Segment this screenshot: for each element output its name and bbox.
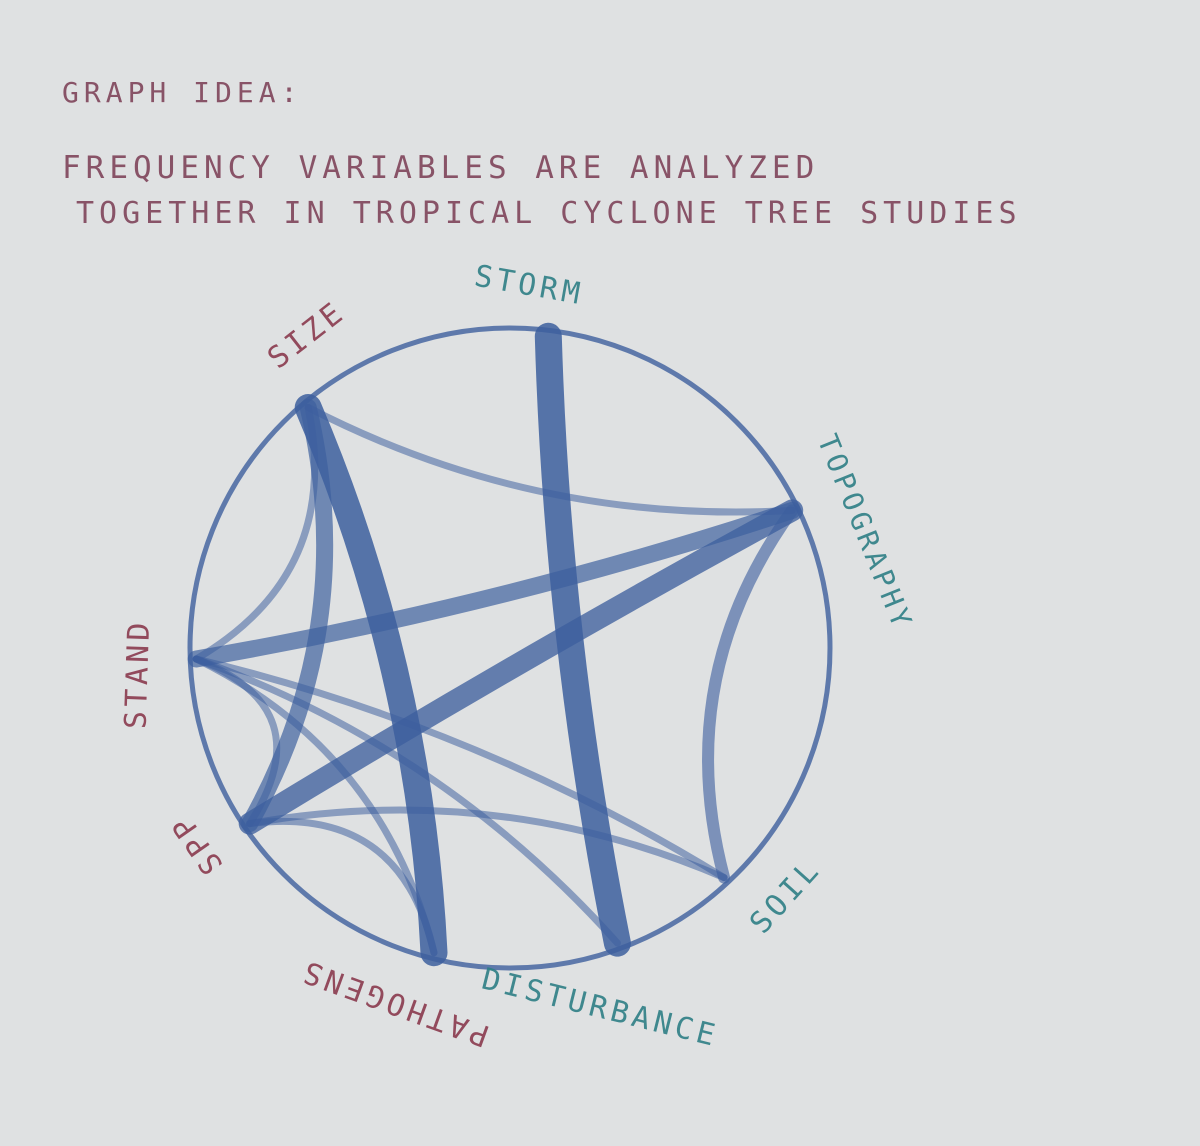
note-line-1: FREQUENCY VARIABLES ARE ANALYZED	[62, 150, 820, 186]
note-line-2: TOGETHER IN TROPICAL CYCLONE TREE STUDIE…	[76, 196, 1022, 231]
link-size-pathogens	[294, 394, 448, 967]
link-spp-soil	[246, 806, 728, 882]
link-topography-stand	[187, 501, 801, 668]
link-size-topography	[304, 404, 796, 516]
node-label-size: SIZE	[261, 294, 352, 376]
link-stand-disturbance	[192, 655, 621, 947]
node-label-spp: SPP	[164, 806, 231, 880]
node-label-storm: STORM	[472, 259, 587, 313]
chord-links	[187, 322, 804, 967]
node-label-pathogens: PATHOGENS	[295, 952, 494, 1053]
node-label-disturbance: DISTURBANCE	[478, 962, 722, 1055]
link-topography-spp	[238, 499, 804, 835]
node-label-stand: STAND	[118, 618, 157, 729]
node-label-soil: SOIL	[743, 852, 828, 941]
link-spp-pathogens	[246, 817, 438, 957]
diagram-circle	[187, 325, 833, 971]
link-stand-size	[192, 404, 319, 663]
note-heading: GRAPH IDEA:	[62, 76, 303, 109]
link-topography-soil	[702, 504, 799, 884]
link-stand-soil	[192, 655, 728, 882]
